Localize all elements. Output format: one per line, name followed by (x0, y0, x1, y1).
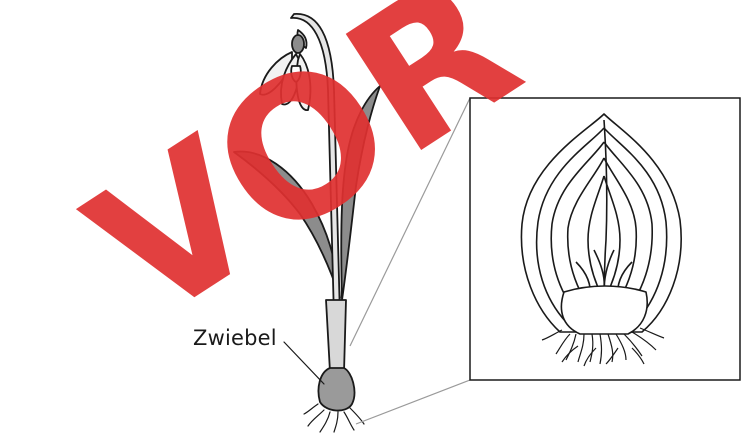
right-leaf (341, 86, 380, 300)
zoom-lines (350, 98, 470, 424)
flower-petal-right (296, 54, 310, 110)
leaf-sheath (326, 300, 346, 372)
left-leaf (234, 152, 340, 298)
plant (234, 14, 380, 432)
flower-inner (291, 66, 301, 82)
label-pointer (284, 342, 324, 384)
flower-ovary (292, 35, 304, 53)
bulb (318, 368, 354, 411)
bulb-label: Zwiebel (193, 326, 277, 350)
